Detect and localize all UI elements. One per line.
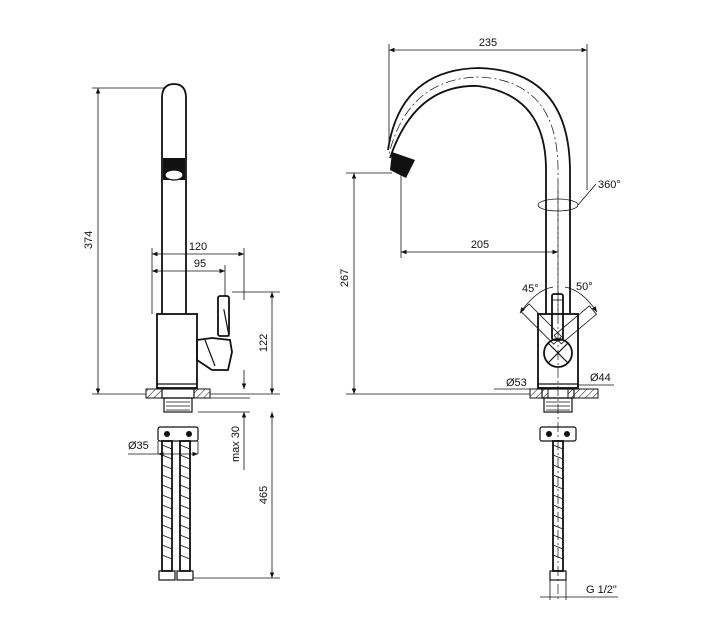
dim-body-height: 122 [258, 334, 270, 352]
dim-handle-reach: 120 [189, 241, 207, 253]
dim-base-diameter: Ø35 [128, 440, 149, 452]
side-handle [196, 295, 233, 371]
dim-thread: G 1/2" [586, 584, 617, 596]
front-base [529, 388, 599, 442]
dim-lever-reach: 95 [194, 258, 206, 270]
side-hoses [158, 440, 194, 581]
front-hose [549, 440, 567, 581]
dim-body-diameter: Ø44 [590, 372, 611, 384]
side-base [145, 388, 211, 442]
dim-spout-height: 267 [339, 269, 351, 287]
front-body [537, 313, 579, 389]
side-view: 374 120 95 122 Ø35 max 30 465 [83, 83, 280, 581]
front-dimension-lines [346, 44, 618, 600]
dim-max-mount: max 30 [230, 426, 242, 462]
front-view: 235 205 267 360° 45° 50° Ø53 Ø44 G 1/2" [339, 37, 621, 600]
dim-spout-reach: 205 [471, 239, 489, 251]
side-spout [161, 83, 187, 314]
dim-overall-height: 374 [83, 231, 95, 249]
side-body [156, 313, 198, 389]
dim-rotation: 360° [598, 179, 621, 191]
dim-front-base-diameter: Ø53 [506, 377, 527, 389]
dim-spout-span: 235 [479, 37, 497, 49]
front-lever [519, 286, 598, 345]
dim-hose-length: 465 [258, 486, 270, 504]
front-spout [387, 67, 571, 314]
side-dimension-lines [92, 87, 280, 579]
dim-lever-right-angle: 50° [576, 281, 593, 293]
dim-lever-left-angle: 45° [522, 283, 539, 295]
